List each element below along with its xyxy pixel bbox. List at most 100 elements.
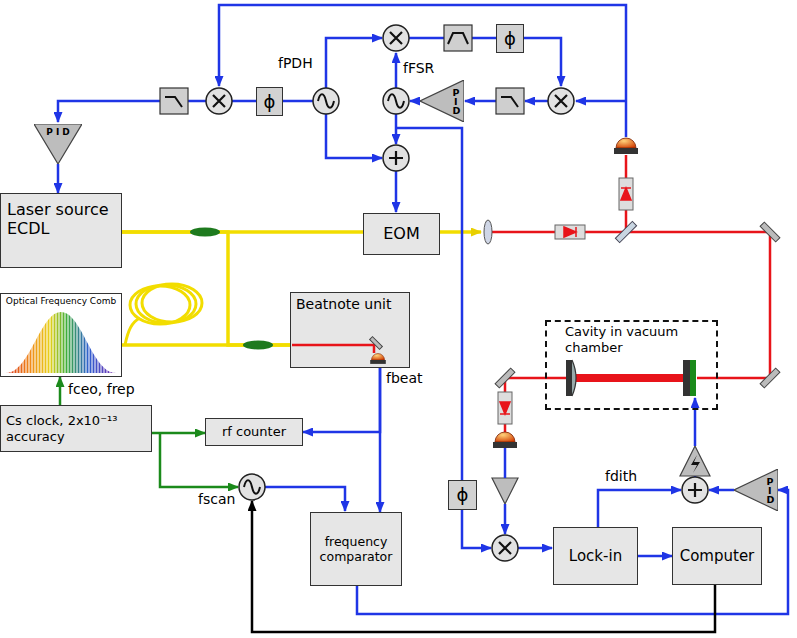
optical-isolator [621,188,631,200]
signal-label: fbeat [384,370,425,387]
triangle-outline [34,124,82,164]
oscillator [383,88,409,114]
comb-spectrum [0,293,122,377]
control-wire [252,501,715,632]
lens [484,220,492,244]
bandpass-filter [444,25,472,51]
mirror [760,222,780,242]
node-text: Laser source ECDL [7,200,115,238]
comb-spectrum [113,300,114,375]
pid-label: P I D [452,88,459,115]
comb-spectrum [71,300,72,375]
node-text: Optical Frequency Comb [6,296,116,307]
pid-label: P I D [766,477,773,504]
signal-wire [379,368,382,512]
signal-wire [396,128,462,480]
comb-spectrum [41,300,42,375]
fiber-coil [125,284,202,345]
hv-amplifier [680,446,710,476]
signal-wire [410,100,420,103]
comb-spectrum [89,300,90,375]
comb-spectrum [107,300,108,375]
optical-isolator [498,392,512,424]
comb-spectrum [44,300,45,375]
node-text: ϕ [457,486,469,504]
signal-wire [357,490,788,614]
pid-controller: P I D [420,80,464,122]
fiber-coupler [190,228,220,237]
photodetector [493,432,517,448]
signal-wire [462,510,491,548]
comb-spectrum [65,300,66,375]
cavity-beam [576,374,683,382]
hv-amplifier [680,446,710,476]
comb-spectrum [29,300,30,375]
vacuum-chamber: Cavity in vacuum chamber [545,320,718,410]
comb-spectrum [98,300,99,375]
signal-label: fdith [603,468,639,485]
signal-wire [518,547,552,550]
phase-shifter: ϕ [448,480,477,510]
signal-wire [57,164,60,193]
laser-beam [505,378,566,432]
signal-label: fPDH [276,55,315,72]
node-text: Beatnote unit [296,296,391,313]
optical-isolator [619,178,633,210]
comb-spectrum [62,300,63,375]
signal-wire [465,100,496,103]
signal-wire [638,555,672,558]
node-text: frequency comparator [313,534,399,564]
signal-label: fceo, frep [66,381,137,398]
signal-wire [58,101,160,122]
node-text: EOM [383,224,420,243]
optical-fiber [122,232,290,345]
comb-spectrum [101,300,102,375]
beatnote-mirror [370,337,383,350]
optical-isolator [555,225,585,239]
comb-spectrum [38,300,39,375]
comb-spectrum [77,300,78,375]
signal-wire [326,38,382,88]
fiber-to-eom [440,230,481,234]
comb-spectrum [68,300,69,375]
signal-wire [395,53,398,88]
node-text: Lock-in [569,547,622,565]
mixer [206,88,232,114]
node-text: ϕ [264,93,276,111]
comb-spectrum [59,300,60,375]
comb-spectrum [92,300,93,375]
eom-box: EOM [363,213,440,255]
signal-label: fscan [196,491,237,508]
comb-spectrum [110,300,111,375]
comb-spectrum [0,293,122,377]
beatnote-ground [290,292,410,368]
beatnote-box: Beatnote unit [290,292,410,368]
laser-beam [292,155,770,432]
comb-spectrum [86,300,87,375]
node-text: Cavity in vacuum chamber [565,324,680,355]
mixer [492,535,518,561]
comb-spectrum [104,300,105,375]
mixer [383,25,409,51]
comparator-box: frequency comparator [310,512,402,586]
cavity-mirror [683,360,690,396]
amplifier [492,478,518,504]
comb-spectrum [8,300,113,375]
signal-label: fFSR [401,60,436,77]
optical-isolator [498,392,512,424]
signal-wire [219,5,626,137]
signal-wire [395,171,398,212]
laser-beam [292,345,374,353]
pid-controller: P I D [734,469,778,511]
node-text: ϕ [504,30,516,48]
laser-box: Laser source ECDL [0,193,122,268]
signal-wire [303,368,380,432]
signal-wire [694,398,697,446]
clock-box: Cs clock, 2x10⁻¹³ accuracy [0,405,152,452]
optical-isolator [555,225,585,239]
pid-controller: P I D [34,124,82,164]
comb-spectrum [47,300,48,375]
lowpass-filter [496,88,524,114]
laser-beam [492,232,770,378]
